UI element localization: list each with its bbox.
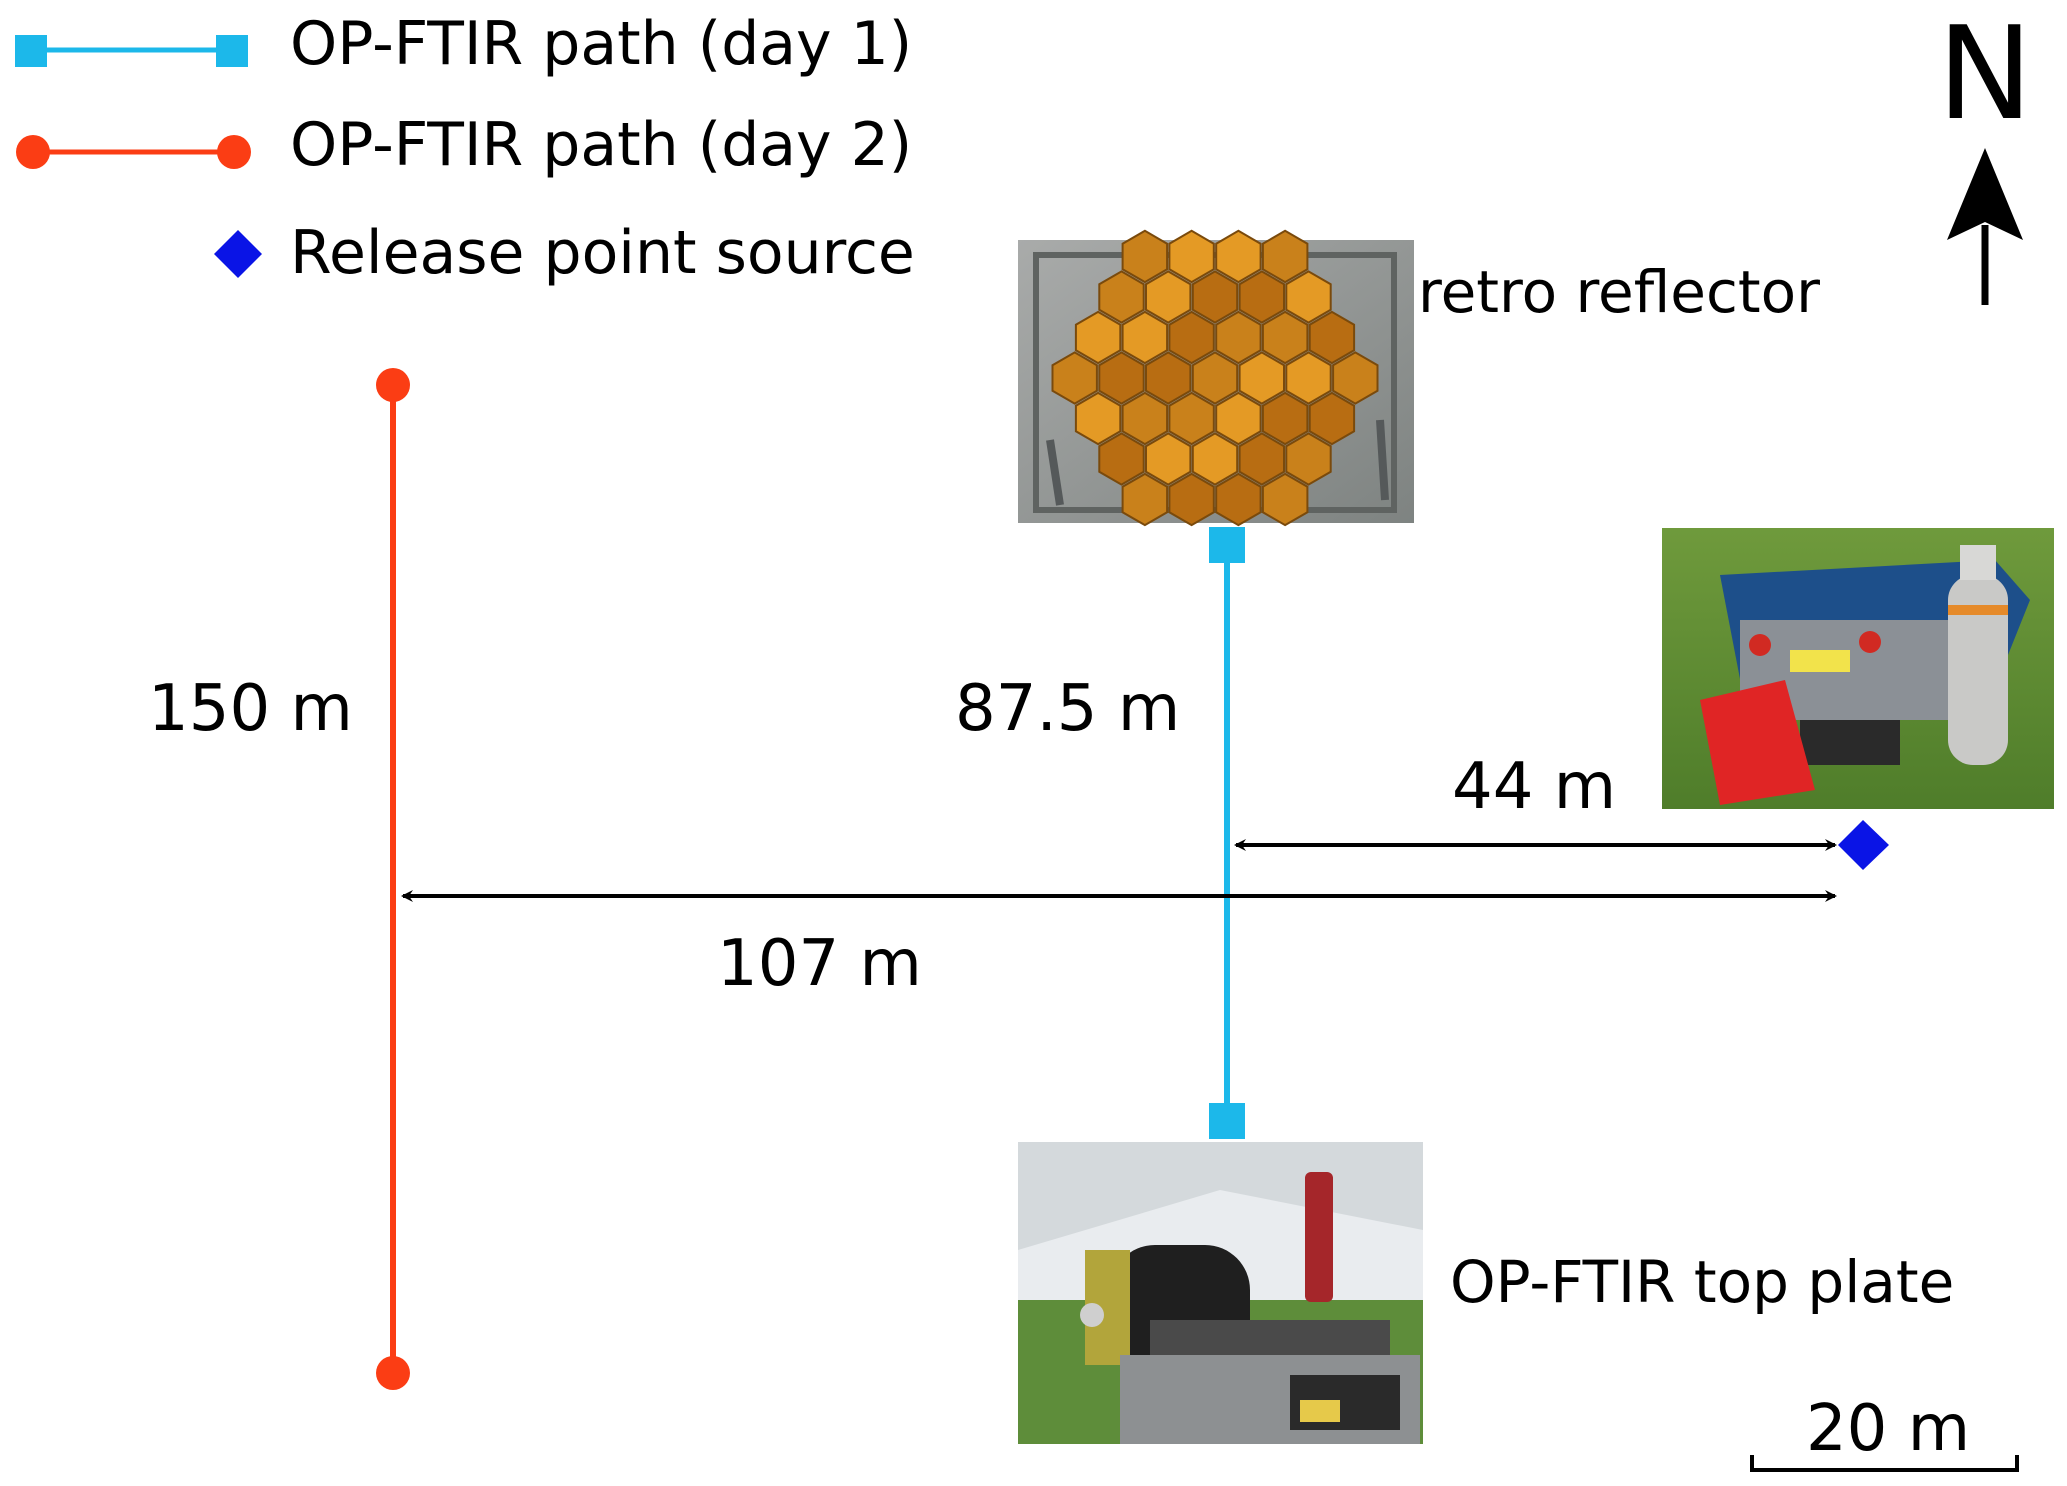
reflector-hex-cell (1121, 472, 1169, 527)
reflector-hex-cell (1098, 351, 1145, 405)
reflector-hex-cell (1215, 391, 1262, 446)
reflector-hex-cell (1168, 229, 1215, 284)
reflector-hex-array (1051, 229, 1379, 527)
legend-day1-label: OP-FTIR path (day 1) (290, 9, 912, 79)
reflector-hex-cell (1215, 472, 1262, 527)
day2-path-length-label: 150 m (148, 672, 353, 746)
reflector-hex-cell (1285, 432, 1332, 486)
trailer-photo (1662, 528, 2054, 809)
reflector-hex-cell (1191, 432, 1239, 486)
day1-path (1209, 527, 1245, 1139)
reflector-hex-cell (1261, 310, 1309, 365)
reflector-hex-cell (1332, 351, 1379, 405)
reflector-hex-cell (1215, 229, 1262, 284)
day2-path (376, 368, 410, 1390)
reflector-hex-cell (1191, 270, 1239, 324)
reflector-hex-cell (1168, 310, 1215, 365)
north-label: N (1937, 0, 2033, 149)
reflector-hex-cell (1261, 391, 1309, 446)
reflector-hex-cell (1238, 351, 1285, 405)
legend-source-label: Release point source (290, 218, 915, 288)
source-to-day1-distance-label: 44 m (1452, 750, 1616, 824)
reflector-hex-cell (1261, 472, 1309, 527)
scale-bar (1750, 1455, 2019, 1472)
reflector-hex-cell (1285, 351, 1332, 405)
release-point-source-marker (1838, 820, 1889, 870)
reflector-hex-cell (1121, 310, 1169, 365)
reflector-hex-cell (1238, 270, 1285, 324)
top-plate-label: OP-FTIR top plate (1450, 1248, 1954, 1316)
retro-reflector-label: retro reflector (1418, 258, 1820, 326)
reflector-hex-cell (1145, 270, 1192, 324)
day1-path-length-label: 87.5 m (955, 672, 1180, 746)
day1-endpoint-north (1209, 527, 1245, 563)
reflector-hex-cell (1168, 391, 1215, 446)
reflector-hex-cell (1308, 310, 1356, 365)
day2-endpoint-south (376, 1356, 410, 1390)
reflector-hex-cell (1098, 270, 1145, 324)
reflector-hex-cell (1285, 270, 1332, 324)
reflector-hex-cell (1168, 472, 1215, 527)
reflector-hex-cell (1074, 391, 1122, 446)
legend-day2-symbol (16, 135, 251, 169)
reflector-hex-cell (1191, 351, 1239, 405)
reflector-hex-cell (1121, 391, 1169, 446)
scale-bar-label: 20 m (1806, 1392, 1970, 1466)
reflector-hex-cell (1098, 432, 1145, 486)
legend-day1-symbol (15, 35, 248, 67)
legend-source-diamond-icon (214, 230, 262, 278)
reflector-hex-cell (1308, 391, 1356, 446)
reflector-hex-cell (1261, 229, 1309, 284)
reflector-hex-cell (1074, 310, 1122, 365)
retro-reflector-photo (1018, 229, 1414, 527)
op-ftir-instrument-photo (1018, 1142, 1423, 1444)
legend-day2-label: OP-FTIR path (day 2) (290, 110, 912, 180)
legend: OP-FTIR path (day 1) OP-FTIR path (day 2… (15, 9, 915, 288)
day2-endpoint-north (376, 368, 410, 402)
reflector-hex-cell (1145, 432, 1192, 486)
north-indicator: N (1937, 0, 2033, 305)
day1-endpoint-south (1209, 1103, 1245, 1139)
north-arrow-icon (1947, 148, 2023, 240)
reflector-hex-cell (1121, 229, 1169, 284)
reflector-hex-cell (1238, 432, 1285, 486)
reflector-hex-cell (1051, 351, 1098, 405)
source-to-day2-distance-label: 107 m (717, 927, 922, 1001)
reflector-hex-cell (1145, 351, 1192, 405)
reflector-hex-cell (1215, 310, 1262, 365)
